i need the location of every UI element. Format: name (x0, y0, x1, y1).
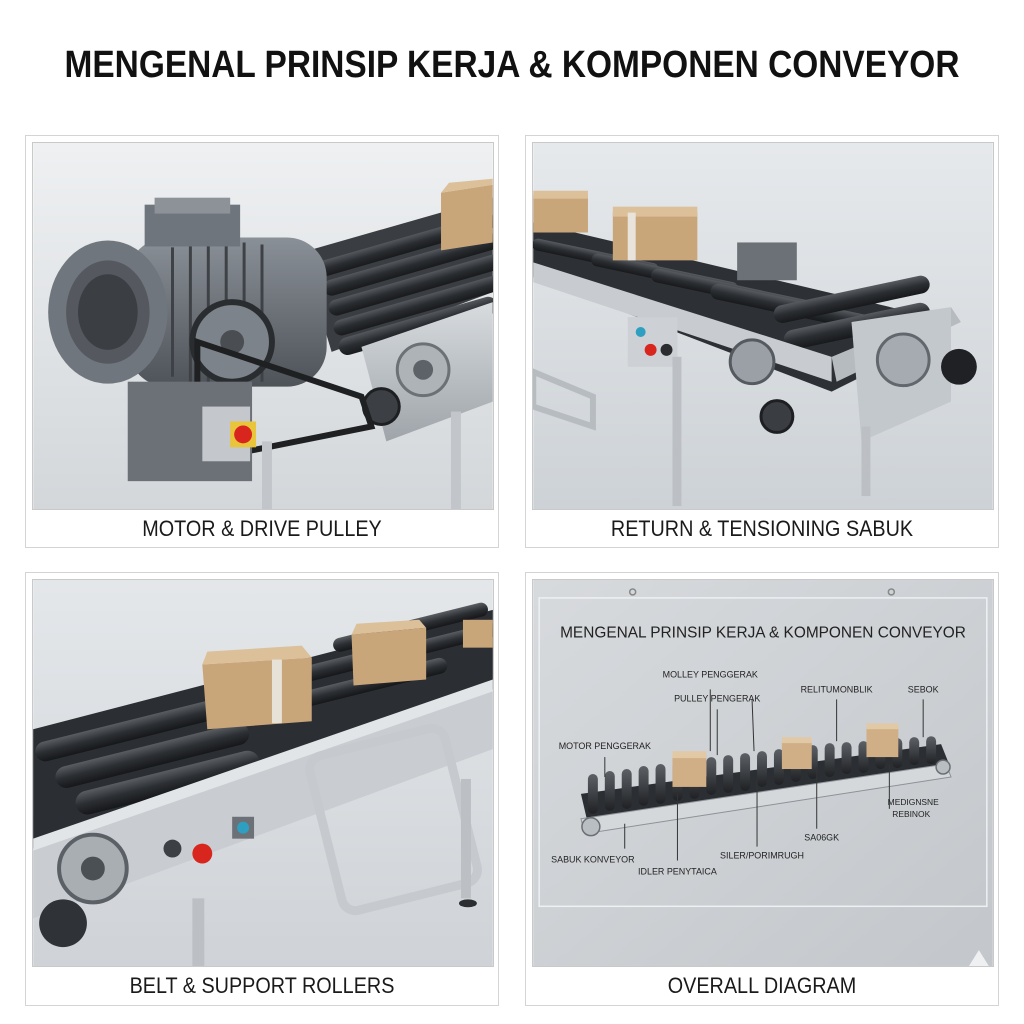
tension-pulley (875, 332, 931, 388)
frame-leg (460, 778, 471, 899)
belt-support-rollers-svg (33, 580, 493, 966)
cardboard-box (351, 619, 427, 686)
panel-return-tensioning: RETURN & TENSIONING SABUK (525, 135, 999, 548)
label-sebok: SEBOK (908, 684, 939, 694)
emergency-stop-button (234, 425, 253, 444)
side-panel (627, 317, 678, 367)
frame-leg (192, 898, 205, 966)
rollers (533, 238, 931, 350)
lower-roller (39, 899, 87, 948)
panel-caption: OVERALL DIAGRAM (667, 973, 857, 998)
overall-diagram-board: MENGENAL PRINSIP KERJA & KOMPONEN CONVEY… (532, 579, 994, 967)
diagram-title: MENGENAL PRINSIP KERJA & KOMPONEN CONVEY… (560, 625, 966, 642)
return-pulley (728, 338, 776, 386)
callout-lines (604, 689, 924, 861)
label-relitumonblik: RELITUMONBLIK (801, 684, 873, 694)
frame-leg (861, 426, 871, 497)
label-idler-penytaica: IDLER PENYTAICA (638, 866, 717, 876)
panel-belt-support-rollers: BELT & SUPPORT ROLLERS (25, 572, 499, 1006)
panel-motor-drive-pulley: MOTOR & DRIVE PULLEY (25, 135, 499, 548)
cardboard-box (612, 206, 698, 261)
cardboard-box (533, 190, 588, 233)
frame-leg (672, 356, 682, 507)
label-pulley-pengerak: PULLEY PENGERAK (674, 693, 760, 703)
label-sa06gk: SA06GK (804, 833, 839, 843)
label-sabuk-konveyor: SABUK KONVEYOR (551, 855, 635, 865)
overall-diagram-svg: MENGENAL PRINSIP KERJA & KOMPONEN CONVEY… (533, 580, 993, 966)
cardboard-box (781, 737, 812, 770)
motor-drive-pulley-illustration (32, 142, 494, 510)
belt-support-rollers-illustration (32, 579, 494, 967)
motor-drive-pulley-svg (33, 143, 493, 509)
side-rail (33, 689, 493, 919)
cardboard-box (202, 645, 312, 730)
panel-caption: MOTOR & DRIVE PULLEY (142, 516, 382, 541)
start-button (237, 821, 250, 834)
panel-caption: RETURN & TENSIONING SABUK (610, 516, 914, 541)
label-medignsne: MEDIGNSNE (888, 797, 939, 807)
cardboard-box (866, 723, 899, 758)
cardboard-box (441, 178, 493, 251)
stop-button (192, 843, 213, 864)
stop-button (644, 343, 657, 356)
board-border (538, 597, 988, 908)
label-rebinok: REBINOK (892, 809, 930, 819)
cardboard-box (462, 619, 493, 648)
frame-brace (533, 368, 596, 431)
panel-caption: BELT & SUPPORT ROLLERS (129, 973, 395, 998)
label-siler-porimrugh: SILER/PORIMRUGH (720, 851, 804, 861)
end-cap (941, 348, 977, 385)
panel-overall-diagram: MENGENAL PRINSIP KERJA & KOMPONEN CONVEY… (525, 572, 999, 1006)
frame-leg (450, 411, 461, 509)
page-title: MENGENAL PRINSIP KERJA & KOMPONEN CONVEY… (64, 44, 960, 86)
tension-control-box (737, 242, 797, 281)
snub-roller (759, 399, 795, 434)
return-tensioning-illustration (532, 142, 994, 510)
frame-leg (262, 441, 272, 509)
board-corner (968, 950, 989, 966)
return-tensioning-svg (533, 143, 993, 509)
label-motor-penggerak: MOTOR PENGGERAK (559, 741, 651, 751)
cardboard-box (672, 751, 707, 787)
label-molley-penggerak: MOLLEY PENGGERAK (663, 669, 758, 679)
